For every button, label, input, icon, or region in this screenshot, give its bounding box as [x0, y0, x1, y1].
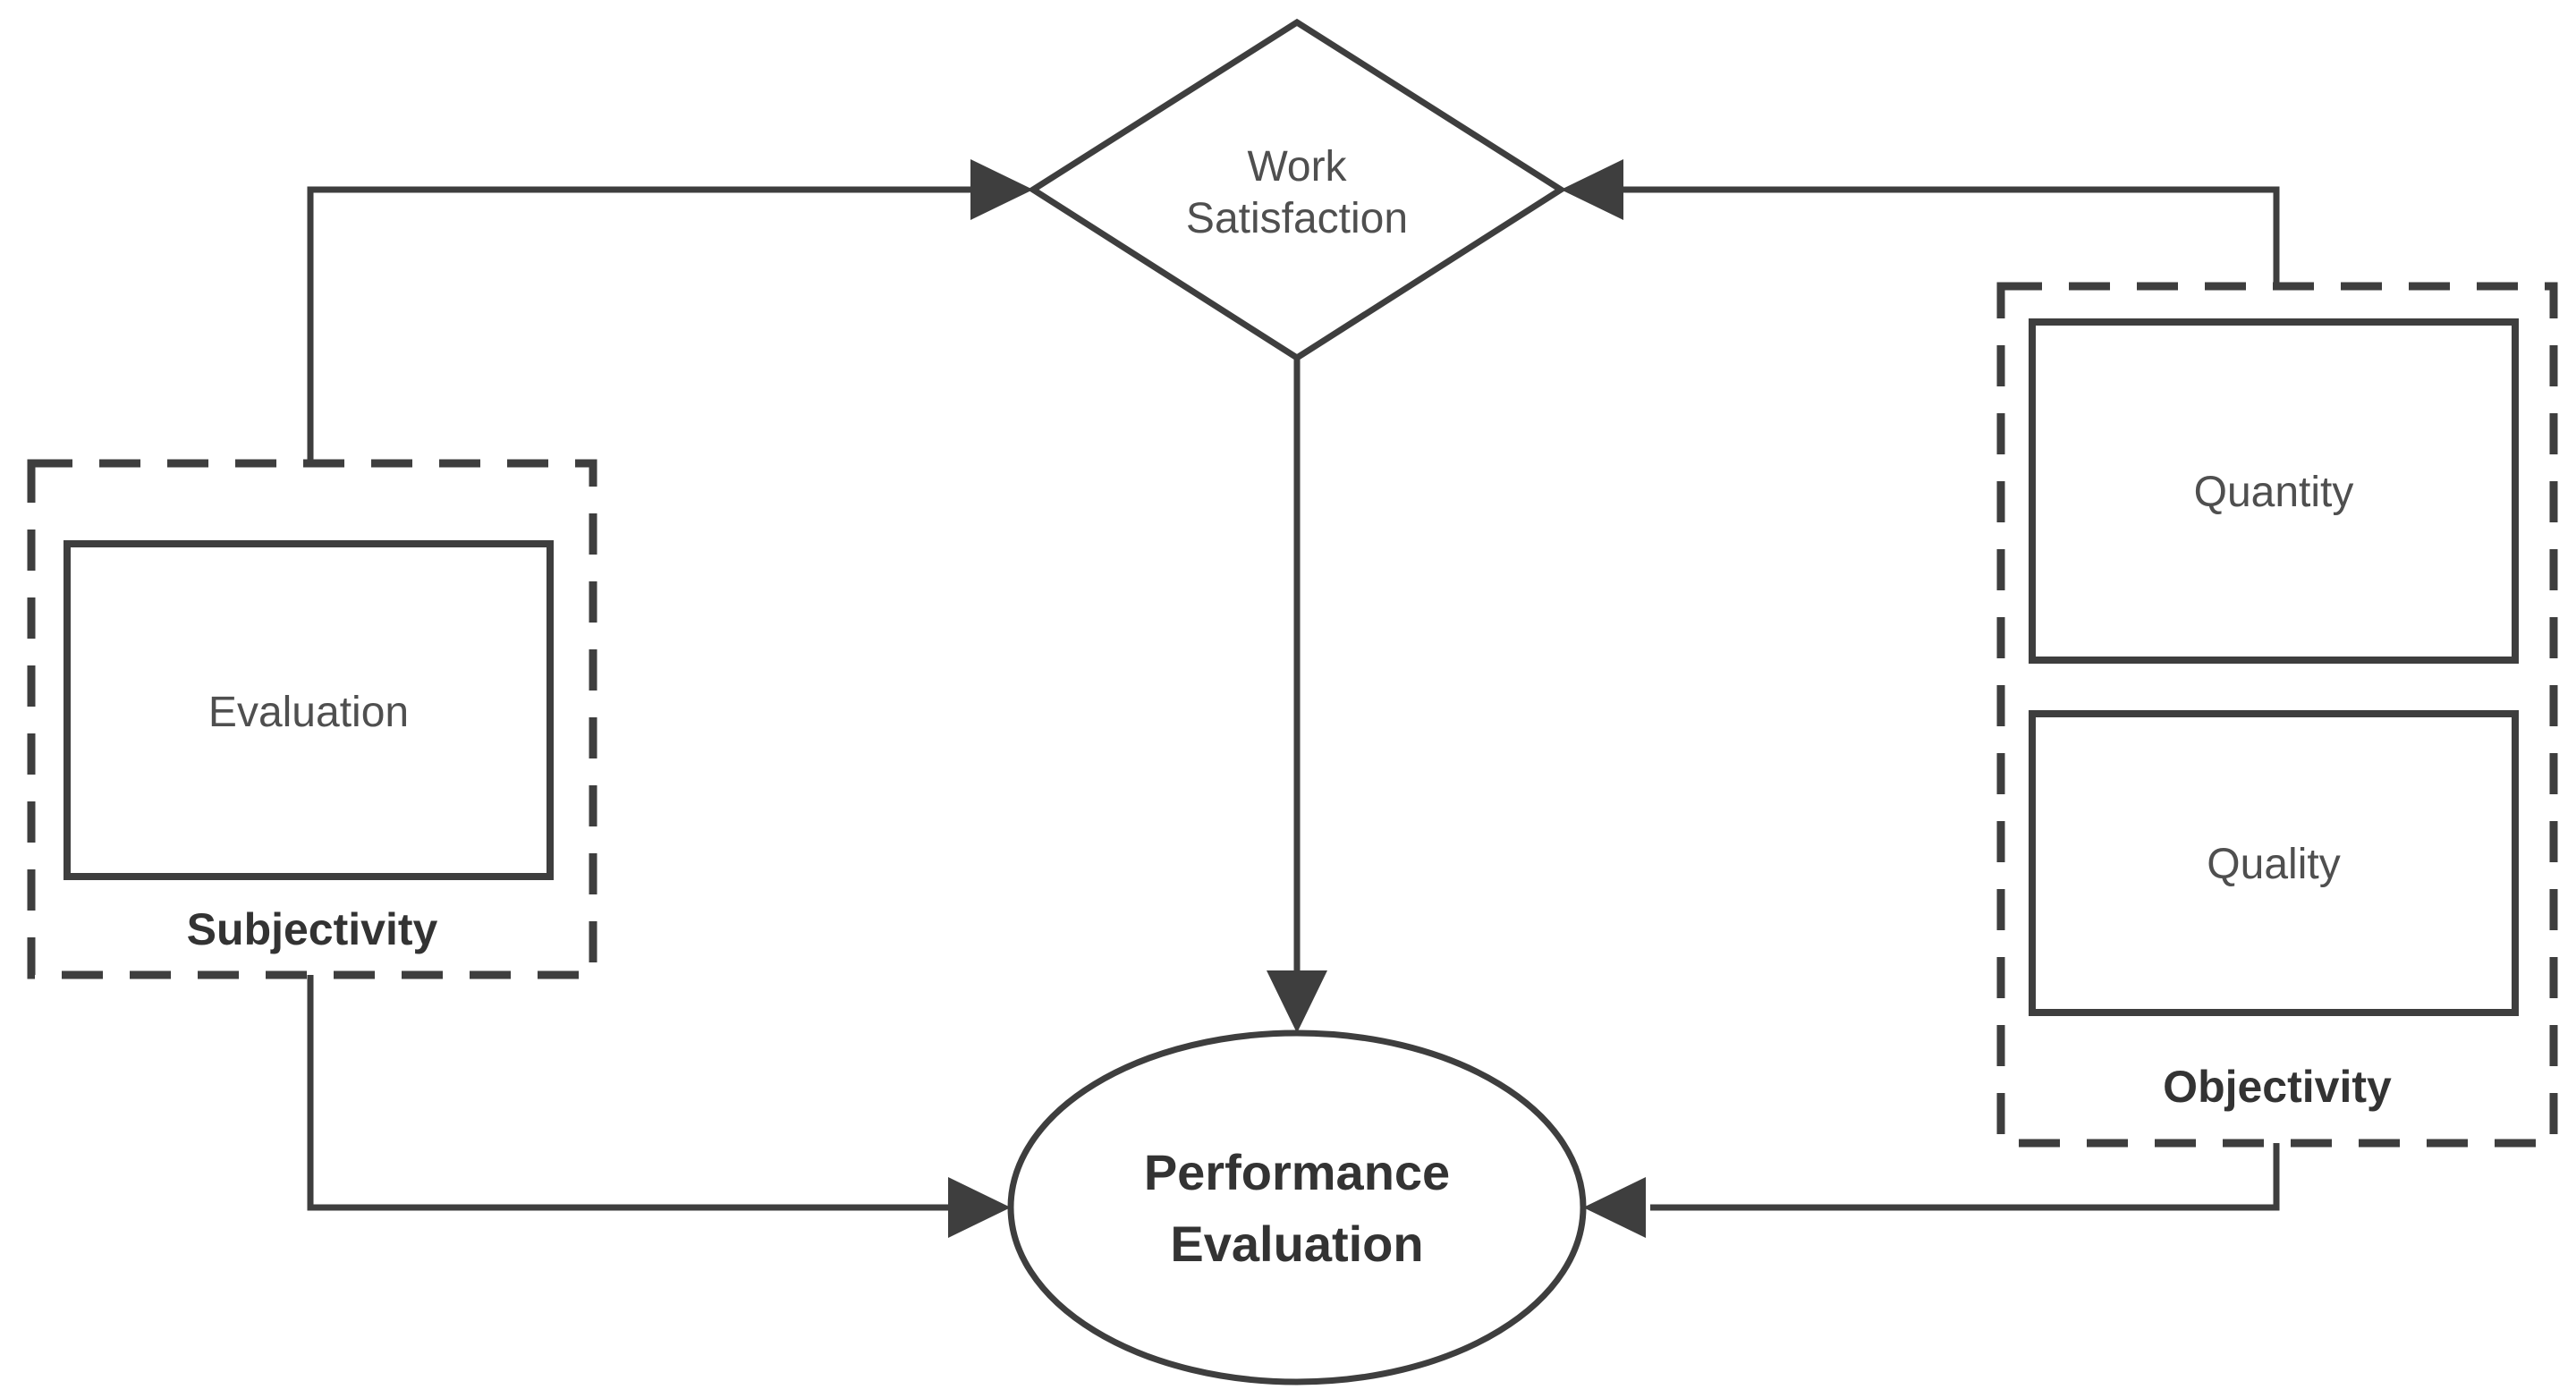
edge-objectivity-to-work-satisfaction [1561, 159, 2280, 286]
quantity-node [2029, 318, 2519, 664]
arrowhead-down-icon [1267, 970, 1327, 1033]
work-satisfaction-diamond [1027, 18, 1567, 362]
arrowhead-left-icon [1583, 1177, 1646, 1238]
edge-objectivity-to-performance-evaluation [1583, 1143, 2280, 1238]
work-satisfaction-node: Work Satisfaction [1027, 18, 1567, 362]
edge-line [307, 186, 975, 463]
arrowhead-right-icon [970, 159, 1033, 220]
quality-node [2029, 710, 2519, 1016]
performance-evaluation-label-line2: Evaluation [1170, 1216, 1423, 1272]
edge-line [307, 975, 953, 1211]
objectivity-dashed-border [1996, 282, 2558, 1148]
quantity-label: Quantity [2194, 469, 2354, 516]
edge-line [1619, 186, 2280, 286]
performance-evaluation-node: Performance Evaluation [1007, 1029, 1587, 1385]
performance-evaluation-ellipse [1007, 1029, 1587, 1385]
subjectivity-label: Subjectivity [187, 904, 438, 954]
quality-label: Quality [2207, 841, 2340, 888]
arrowhead-left-icon [1561, 159, 1623, 220]
edge-work-satisfaction-to-performance-evaluation [1267, 358, 1327, 1033]
edge-line [1650, 1143, 2280, 1211]
evaluation-node [64, 540, 554, 880]
edge-subjectivity-to-work-satisfaction [307, 159, 1033, 463]
work-satisfaction-label-line2: Satisfaction [1186, 195, 1408, 242]
evaluation-label: Evaluation [208, 689, 409, 736]
performance-evaluation-label-line1: Performance [1144, 1144, 1450, 1200]
work-satisfaction-label-line1: Work [1247, 143, 1347, 191]
edge-subjectivity-to-performance-evaluation [307, 975, 1011, 1238]
objectivity-group: Quantity Quality Objectivity [1996, 282, 2558, 1148]
subjectivity-dashed-border [27, 459, 597, 979]
subjectivity-group: Evaluation Subjectivity [27, 459, 597, 979]
objectivity-label: Objectivity [2163, 1062, 2392, 1112]
arrowhead-right-icon [948, 1177, 1011, 1238]
